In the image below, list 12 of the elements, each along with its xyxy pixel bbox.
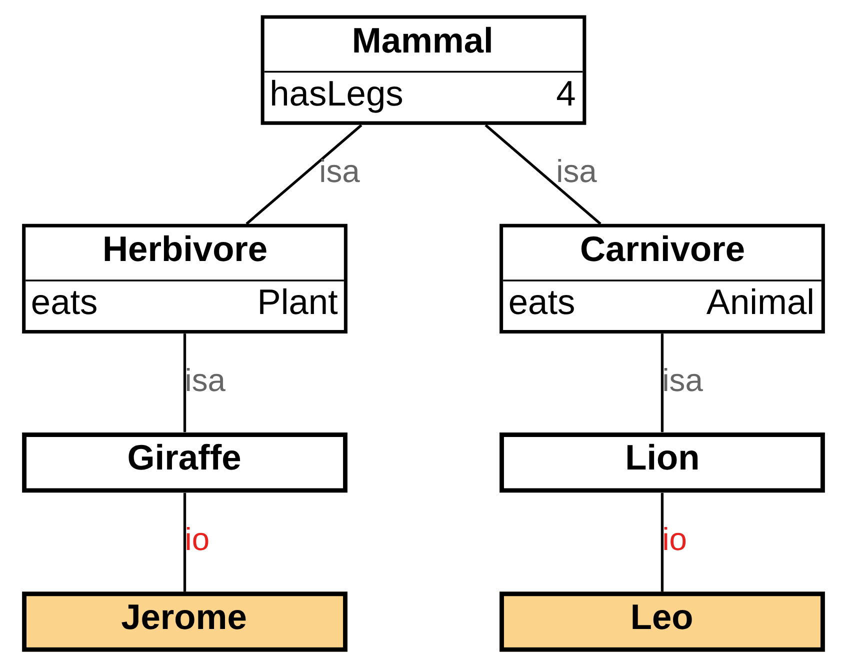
connector (484, 124, 602, 225)
connector (183, 334, 186, 432)
edge-label: isa (556, 153, 597, 190)
connector (660, 334, 664, 432)
connector (183, 492, 186, 592)
edge-label: isa (319, 153, 360, 190)
edge-label: io (184, 520, 210, 557)
connector (246, 124, 362, 225)
edge-label: isa (662, 362, 703, 398)
edge-label: isa (184, 362, 226, 398)
connector (660, 492, 664, 592)
edge-label: io (662, 520, 688, 557)
